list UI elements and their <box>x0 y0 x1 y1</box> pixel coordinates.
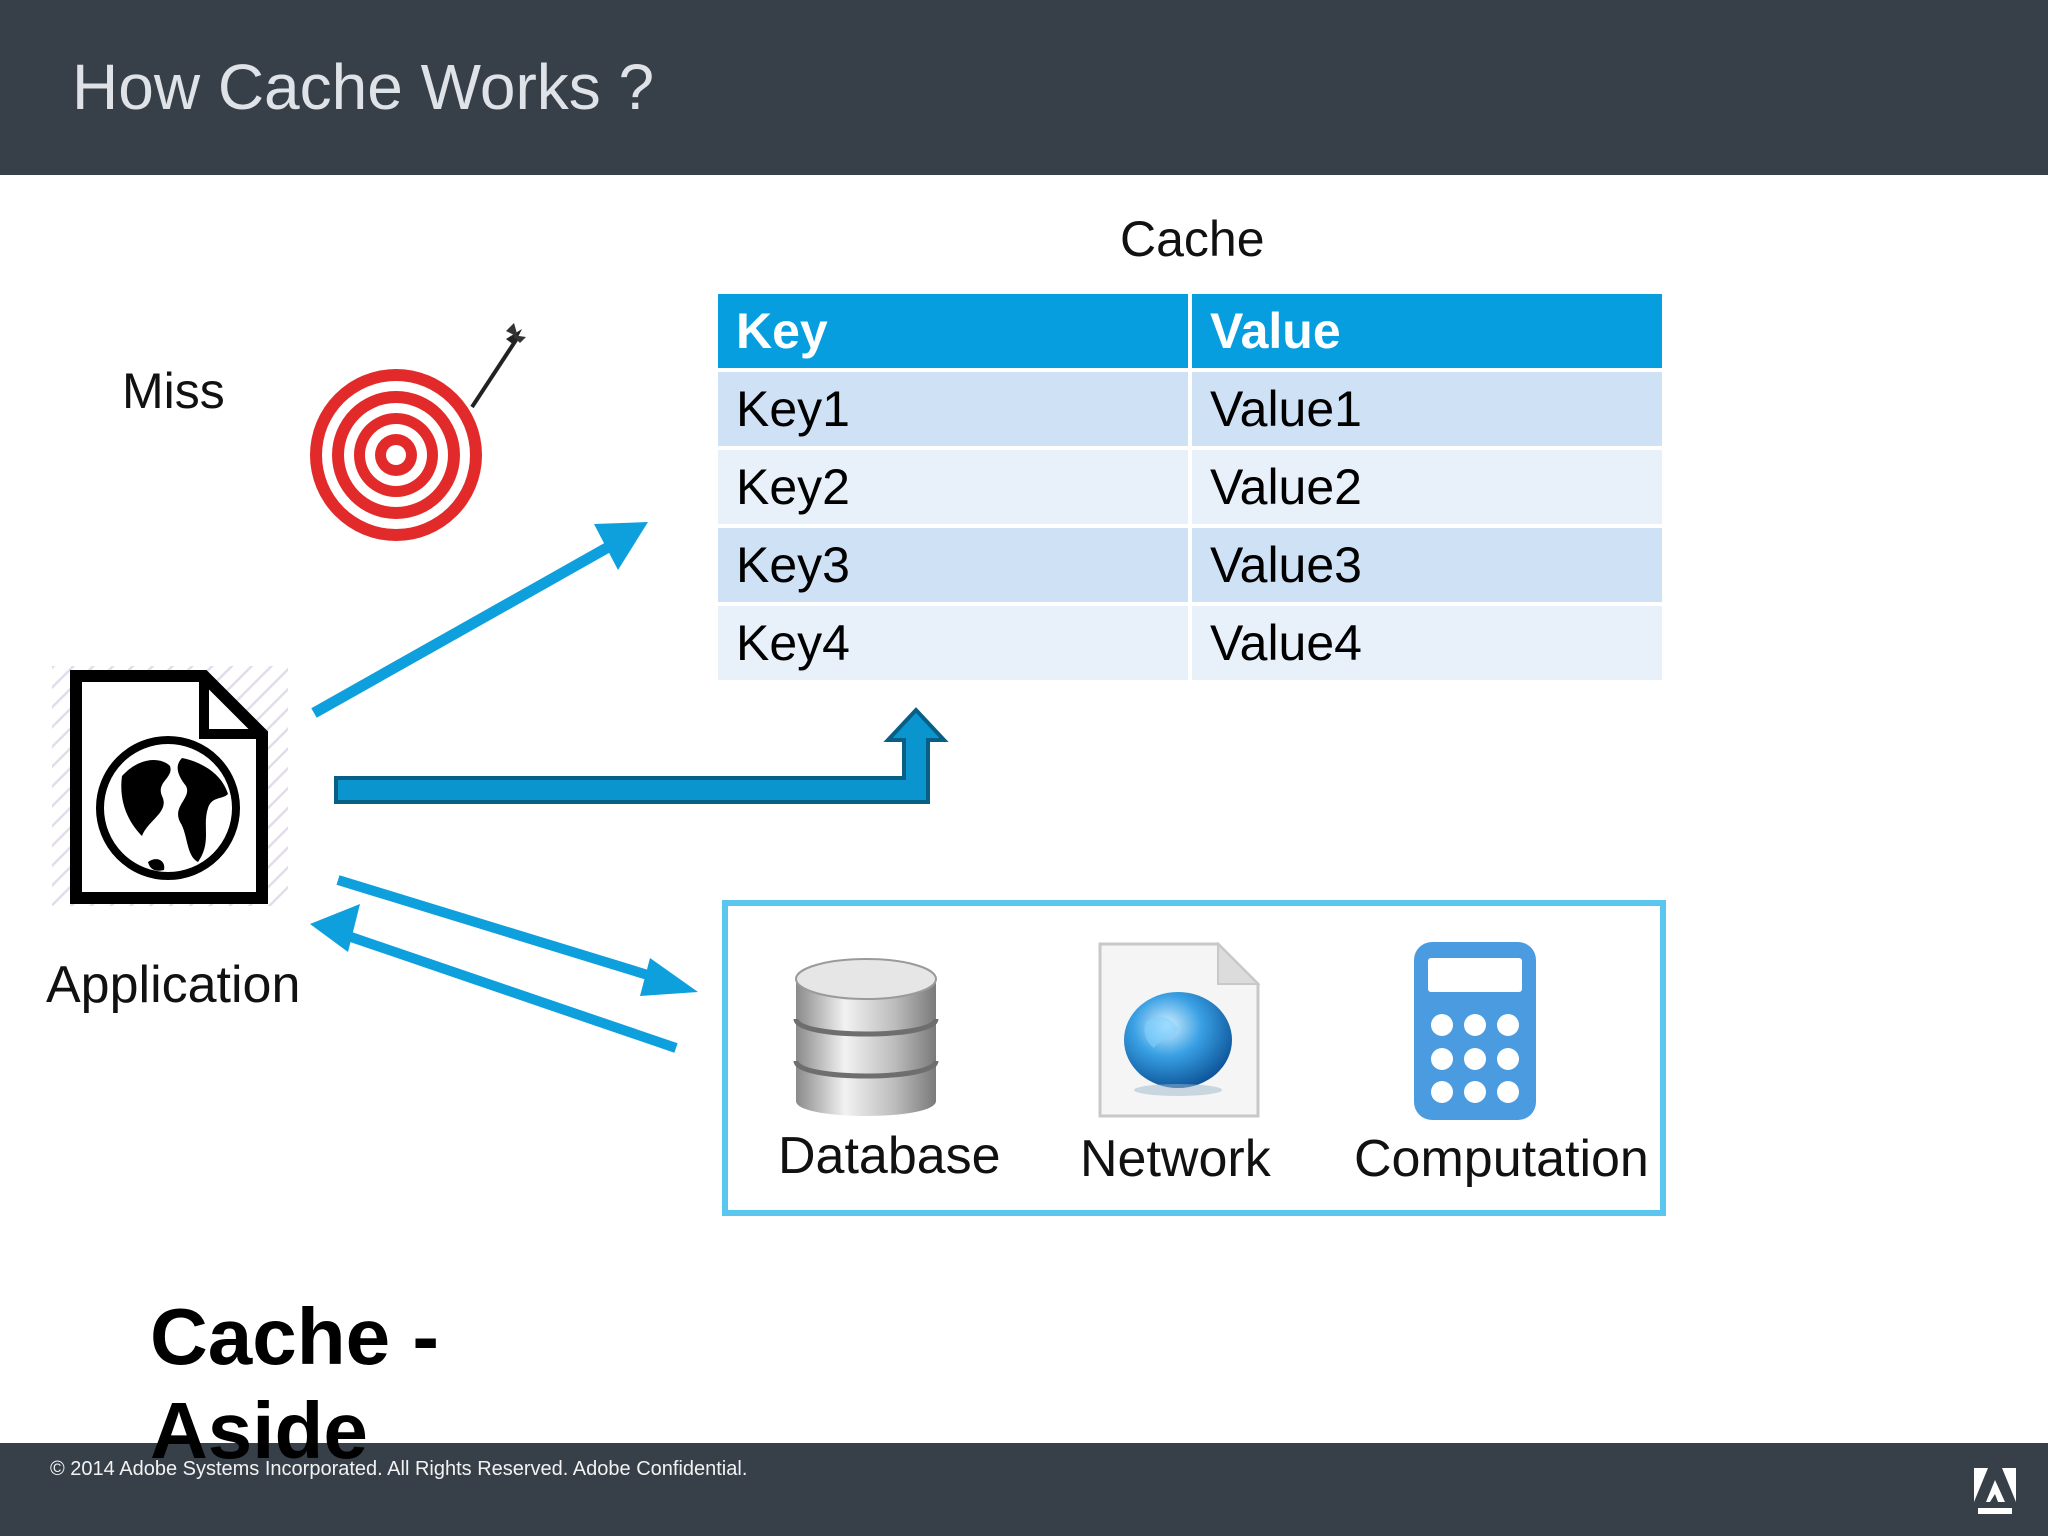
value-cell: Value2 <box>1188 446 1666 528</box>
table-row: Key3 Value3 <box>714 524 1666 606</box>
table-row: Key1 Value1 <box>714 368 1666 450</box>
table-row: Key2 Value2 <box>714 446 1666 528</box>
cache-caption: Cache <box>1120 211 1265 267</box>
value-cell: Value3 <box>1188 524 1666 606</box>
table-row: Key4 Value4 <box>714 602 1666 684</box>
pattern-title: Cache - Aside <box>150 1292 439 1475</box>
column-header-key: Key <box>714 290 1192 372</box>
computation-label: Computation <box>1354 1130 1649 1188</box>
slide-title: How Cache Works ? <box>72 51 655 123</box>
request-source-arrow <box>336 875 698 996</box>
key-cell: Key3 <box>714 524 1192 606</box>
network-label: Network <box>1080 1130 1271 1188</box>
value-cell: Value4 <box>1188 602 1666 684</box>
network-file-icon <box>1098 941 1261 1118</box>
column-header-value: Value <box>1188 290 1666 372</box>
flow-arrows <box>310 522 949 1053</box>
response-source-arrow <box>310 904 678 1053</box>
value-cell: Value1 <box>1188 368 1666 450</box>
footer-bar <box>0 1443 2048 1536</box>
calculator-icon <box>1414 942 1536 1120</box>
cache-table: Key Value Key1 Value1 Key2 Value2 Key3 V… <box>714 290 1666 684</box>
application-label: Application <box>46 956 301 1014</box>
database-icon <box>793 958 939 1116</box>
key-cell: Key1 <box>714 368 1192 450</box>
miss-label: Miss <box>122 363 225 419</box>
key-cell: Key4 <box>714 602 1192 684</box>
key-cell: Key2 <box>714 446 1192 528</box>
database-label: Database <box>778 1127 1001 1185</box>
target-icon <box>310 323 526 541</box>
data-sources-box <box>722 900 1666 1216</box>
adobe-logo-icon <box>1974 1468 2016 1514</box>
table-header-row: Key Value <box>714 290 1666 372</box>
miss-arrow <box>311 522 648 718</box>
document-globe-icon <box>52 666 288 906</box>
header-bar <box>0 0 2048 175</box>
update-cache-arrow <box>334 707 949 804</box>
footer-copyright: © 2014 Adobe Systems Incorporated. All R… <box>50 1458 748 1480</box>
